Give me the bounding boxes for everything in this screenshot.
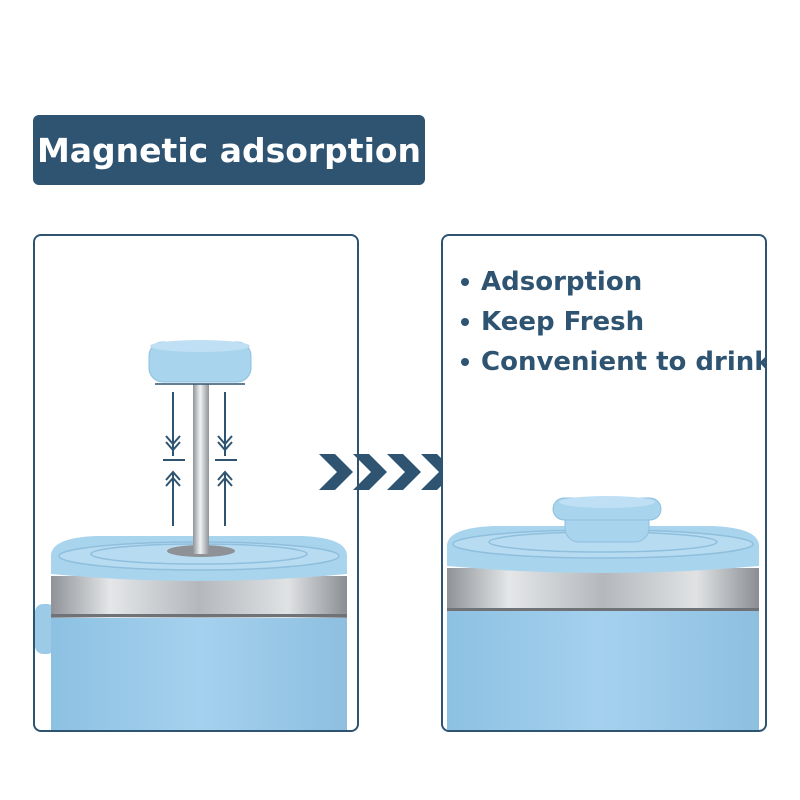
- mug-handle: [35, 604, 55, 654]
- title-banner: Magnetic adsorption: [33, 115, 425, 185]
- title-text: Magnetic adsorption: [36, 130, 422, 170]
- up-down-arrows-icon: [163, 392, 237, 526]
- feature-item: Adsorption: [461, 262, 765, 302]
- closed-lid-panel: Adsorption Keep Fresh Convenient to drin…: [441, 234, 767, 732]
- open-lid-panel: [33, 234, 359, 732]
- feature-item: Keep Fresh: [461, 302, 765, 342]
- closed-lid-illustration: [447, 496, 759, 730]
- bullet-icon: [461, 358, 469, 366]
- feature-label: Keep Fresh: [481, 307, 645, 337]
- mug-body: [51, 614, 347, 730]
- magnet-rod: [193, 384, 209, 554]
- feature-label: Adsorption: [481, 267, 643, 297]
- feature-list: Adsorption Keep Fresh Convenient to drin…: [461, 262, 767, 382]
- mug-body: [447, 606, 759, 730]
- steel-band: [51, 576, 347, 618]
- feature-label: Convenient to drink: [481, 347, 767, 377]
- bullet-icon: [461, 318, 469, 326]
- feature-item: Convenient to drink: [461, 342, 767, 382]
- steel-band: [447, 568, 759, 610]
- open-lid-illustration: [35, 340, 347, 730]
- bullet-icon: [461, 278, 469, 286]
